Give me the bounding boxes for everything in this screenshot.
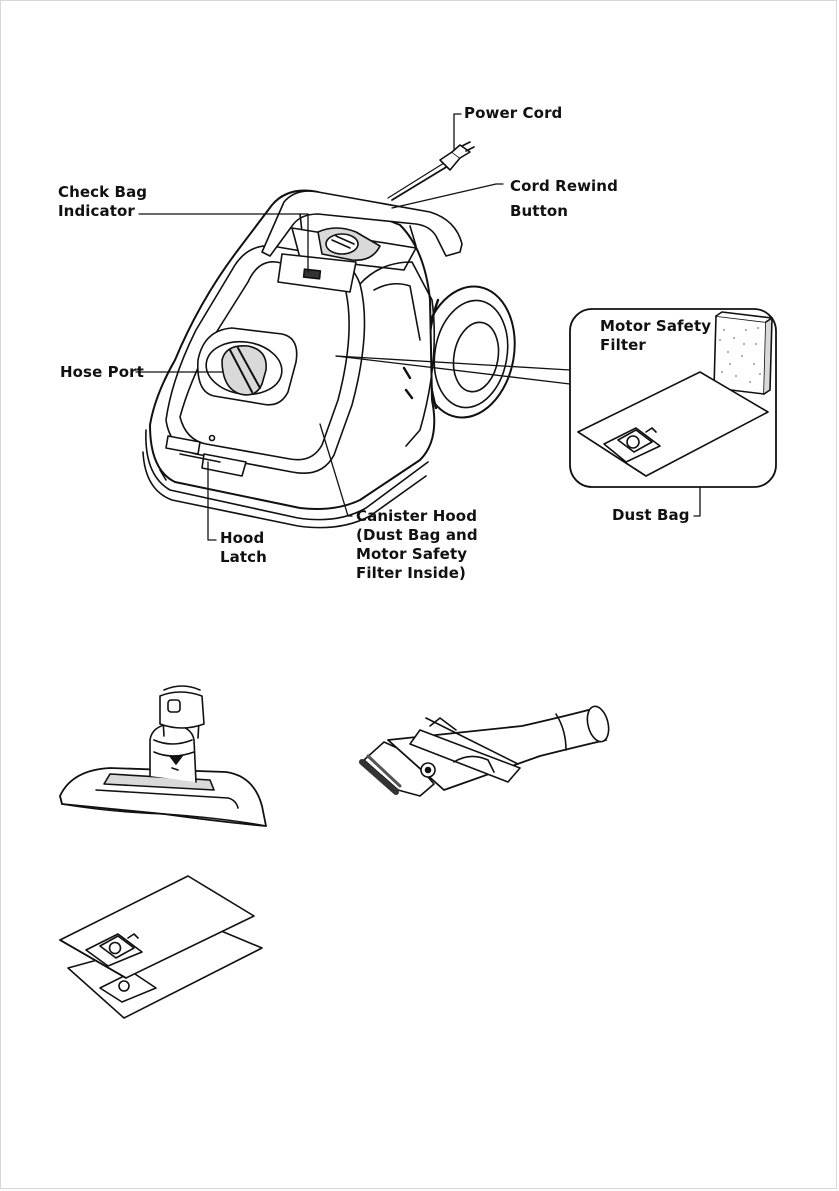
spare-dust-bags-icon: [60, 876, 262, 1018]
crevice-tool-icon: [362, 704, 612, 796]
floor-nozzle-icon: [60, 686, 266, 826]
